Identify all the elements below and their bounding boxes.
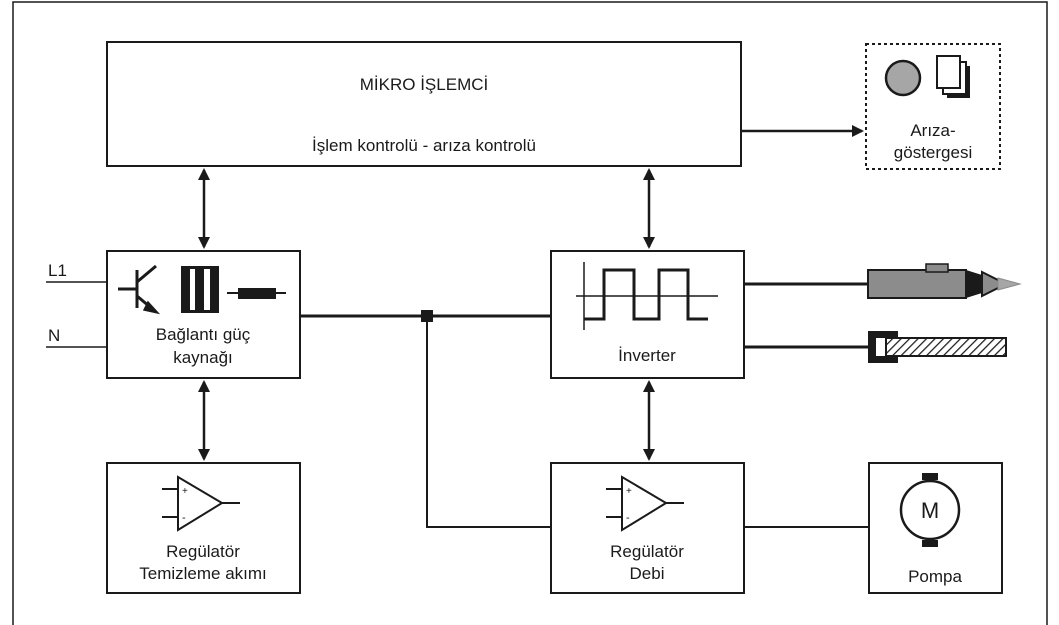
- regulator-flow-block: + - Regülatör Debi: [550, 462, 745, 594]
- opamp-minus-sign: -: [182, 512, 186, 524]
- pump-block: M Pompa: [868, 462, 1003, 594]
- input-label-l1: L1: [48, 261, 67, 280]
- motor-icon: M: [899, 473, 961, 547]
- inverter-block: İnverter: [550, 250, 745, 379]
- opamp-minus-sign: -: [626, 512, 630, 524]
- indicator-lamp-icon: [884, 59, 922, 97]
- resistor-icon: [227, 288, 286, 299]
- opamp-plus-sign: +: [626, 486, 632, 497]
- regulator-flow-label-line1: Regülatör: [610, 542, 684, 561]
- power-supply-block: Bağlantı güç kaynağı: [106, 250, 301, 379]
- fault-display-block: Arıza- göstergesi: [865, 43, 1001, 170]
- microprocessor-subtitle: İşlem kontrolü - arıza kontrolü: [312, 136, 536, 155]
- opamp-icon: [606, 475, 684, 532]
- bus-junction-dot: [421, 310, 433, 322]
- opamp-plus-sign: +: [182, 486, 188, 497]
- square-wave-icon: [576, 262, 718, 330]
- torch-icon: [867, 263, 1022, 299]
- workpiece-clamp-icon: [868, 331, 1007, 363]
- fault-display-label-line2: göstergesi: [894, 143, 972, 162]
- inverter-label: İnverter: [618, 346, 676, 365]
- opamp-icon: [162, 475, 240, 532]
- pump-label: Pompa: [908, 567, 962, 586]
- microprocessor-title: MİKRO İŞLEMCİ: [360, 75, 488, 94]
- regulator-current-block: + - Regülatör Temizleme akımı: [106, 462, 301, 594]
- connections: [198, 125, 869, 528]
- microprocessor-block: MİKRO İŞLEMCİ İşlem kontrolü - arıza kon…: [106, 41, 742, 167]
- motor-symbol: M: [921, 498, 939, 523]
- power-supply-label-line1: Bağlantı güç: [156, 325, 251, 344]
- outer-frame: [12, 1, 1048, 625]
- document-stack-icon: [936, 55, 970, 98]
- transistor-icon: [118, 264, 161, 315]
- regulator-current-label-line2: Temizleme akımı: [139, 564, 267, 583]
- regulator-flow-label-line2: Debi: [630, 564, 665, 583]
- fault-display-label-line1: Arıza-: [910, 121, 955, 140]
- transformer-icon: [181, 266, 219, 313]
- input-label-n: N: [48, 326, 60, 345]
- bus-tap-line: [426, 316, 551, 528]
- regulator-current-label-line1: Regülatör: [166, 542, 240, 561]
- power-supply-label-line2: kaynağı: [173, 348, 233, 367]
